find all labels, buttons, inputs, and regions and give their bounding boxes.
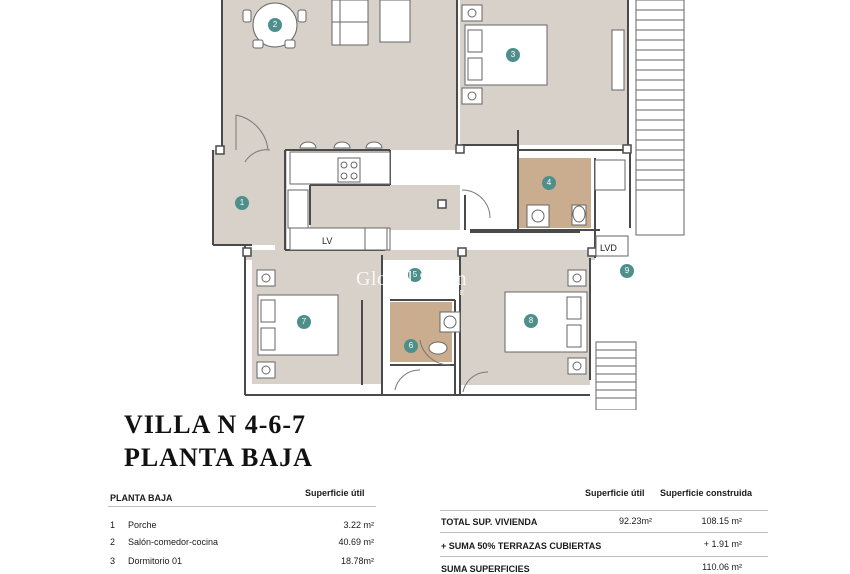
lvd-label: LVD	[600, 243, 617, 253]
left-table-col-header: Superficie útil	[305, 488, 365, 498]
room-marker-5: 5	[408, 268, 422, 282]
table-row-name: SUMA SUPERFICIES	[441, 564, 530, 574]
table-row-name: Salón-comedor-cocina	[128, 537, 219, 547]
table-row-number: 2	[110, 537, 116, 547]
table-row-name: TOTAL SUP. VIVIENDA	[441, 517, 538, 527]
table-row-number: 3	[110, 556, 116, 566]
table-row-util: 92.23m²	[618, 516, 652, 526]
table-row-value: 3.22 m²	[343, 520, 374, 530]
stairs-top	[635, 0, 685, 236]
room-marker-3: 3	[506, 48, 520, 62]
bathroom-6-fixtures	[428, 311, 461, 355]
room-marker-9: 9	[620, 264, 634, 278]
stairs-bottom	[595, 341, 637, 410]
table-row-construida: + 1.91 m²	[703, 539, 742, 549]
table-row-number: 1	[110, 520, 116, 530]
lvd-box	[595, 235, 629, 257]
table-row-value: 18.78m²	[340, 556, 374, 566]
bed-3	[461, 4, 625, 105]
table-row-name: Dormitorio 01	[128, 556, 183, 566]
right-table-col-header-construida: Superficie construida	[660, 488, 753, 498]
room-marker-4: 4	[542, 176, 556, 190]
table-row-value: 40.69 m²	[338, 537, 374, 547]
watermark-logo: Global Spain	[356, 268, 467, 290]
left-table-header: PLANTA BAJA	[110, 493, 173, 503]
right-table-col-header-util: Superficie útil	[585, 488, 645, 498]
table-row-name: Porche	[128, 520, 157, 530]
left-table-divider	[108, 506, 376, 507]
table-row-name: + SUMA 50% TERRAZAS CUBIERTAS	[441, 541, 602, 551]
bathroom-4-fixtures	[526, 159, 626, 228]
floor-plan	[212, 0, 685, 410]
right-table-divider	[440, 556, 768, 557]
room-marker-1: 1	[235, 196, 249, 210]
wall-columns	[215, 144, 632, 257]
room-marker-7: 7	[297, 315, 311, 329]
room-marker-2: 2	[268, 18, 282, 32]
right-table-divider	[440, 532, 768, 533]
watermark-subtitle: REAL ESTATE	[398, 290, 467, 297]
room-marker-8: 8	[524, 314, 538, 328]
right-table-divider	[440, 510, 768, 511]
sofa	[331, 0, 411, 46]
room-marker-6: 6	[404, 339, 418, 353]
floor-title: PLANTA BAJA	[124, 443, 313, 472]
table-row-construida: 108.15 m²	[701, 516, 742, 526]
villa-title: VILLA N 4-6-7	[124, 410, 307, 439]
table-row-construida: 110.06 m²	[702, 562, 742, 572]
kitchen-counter	[287, 141, 391, 251]
bed-8	[504, 269, 588, 375]
lv-label: LV	[322, 236, 333, 246]
